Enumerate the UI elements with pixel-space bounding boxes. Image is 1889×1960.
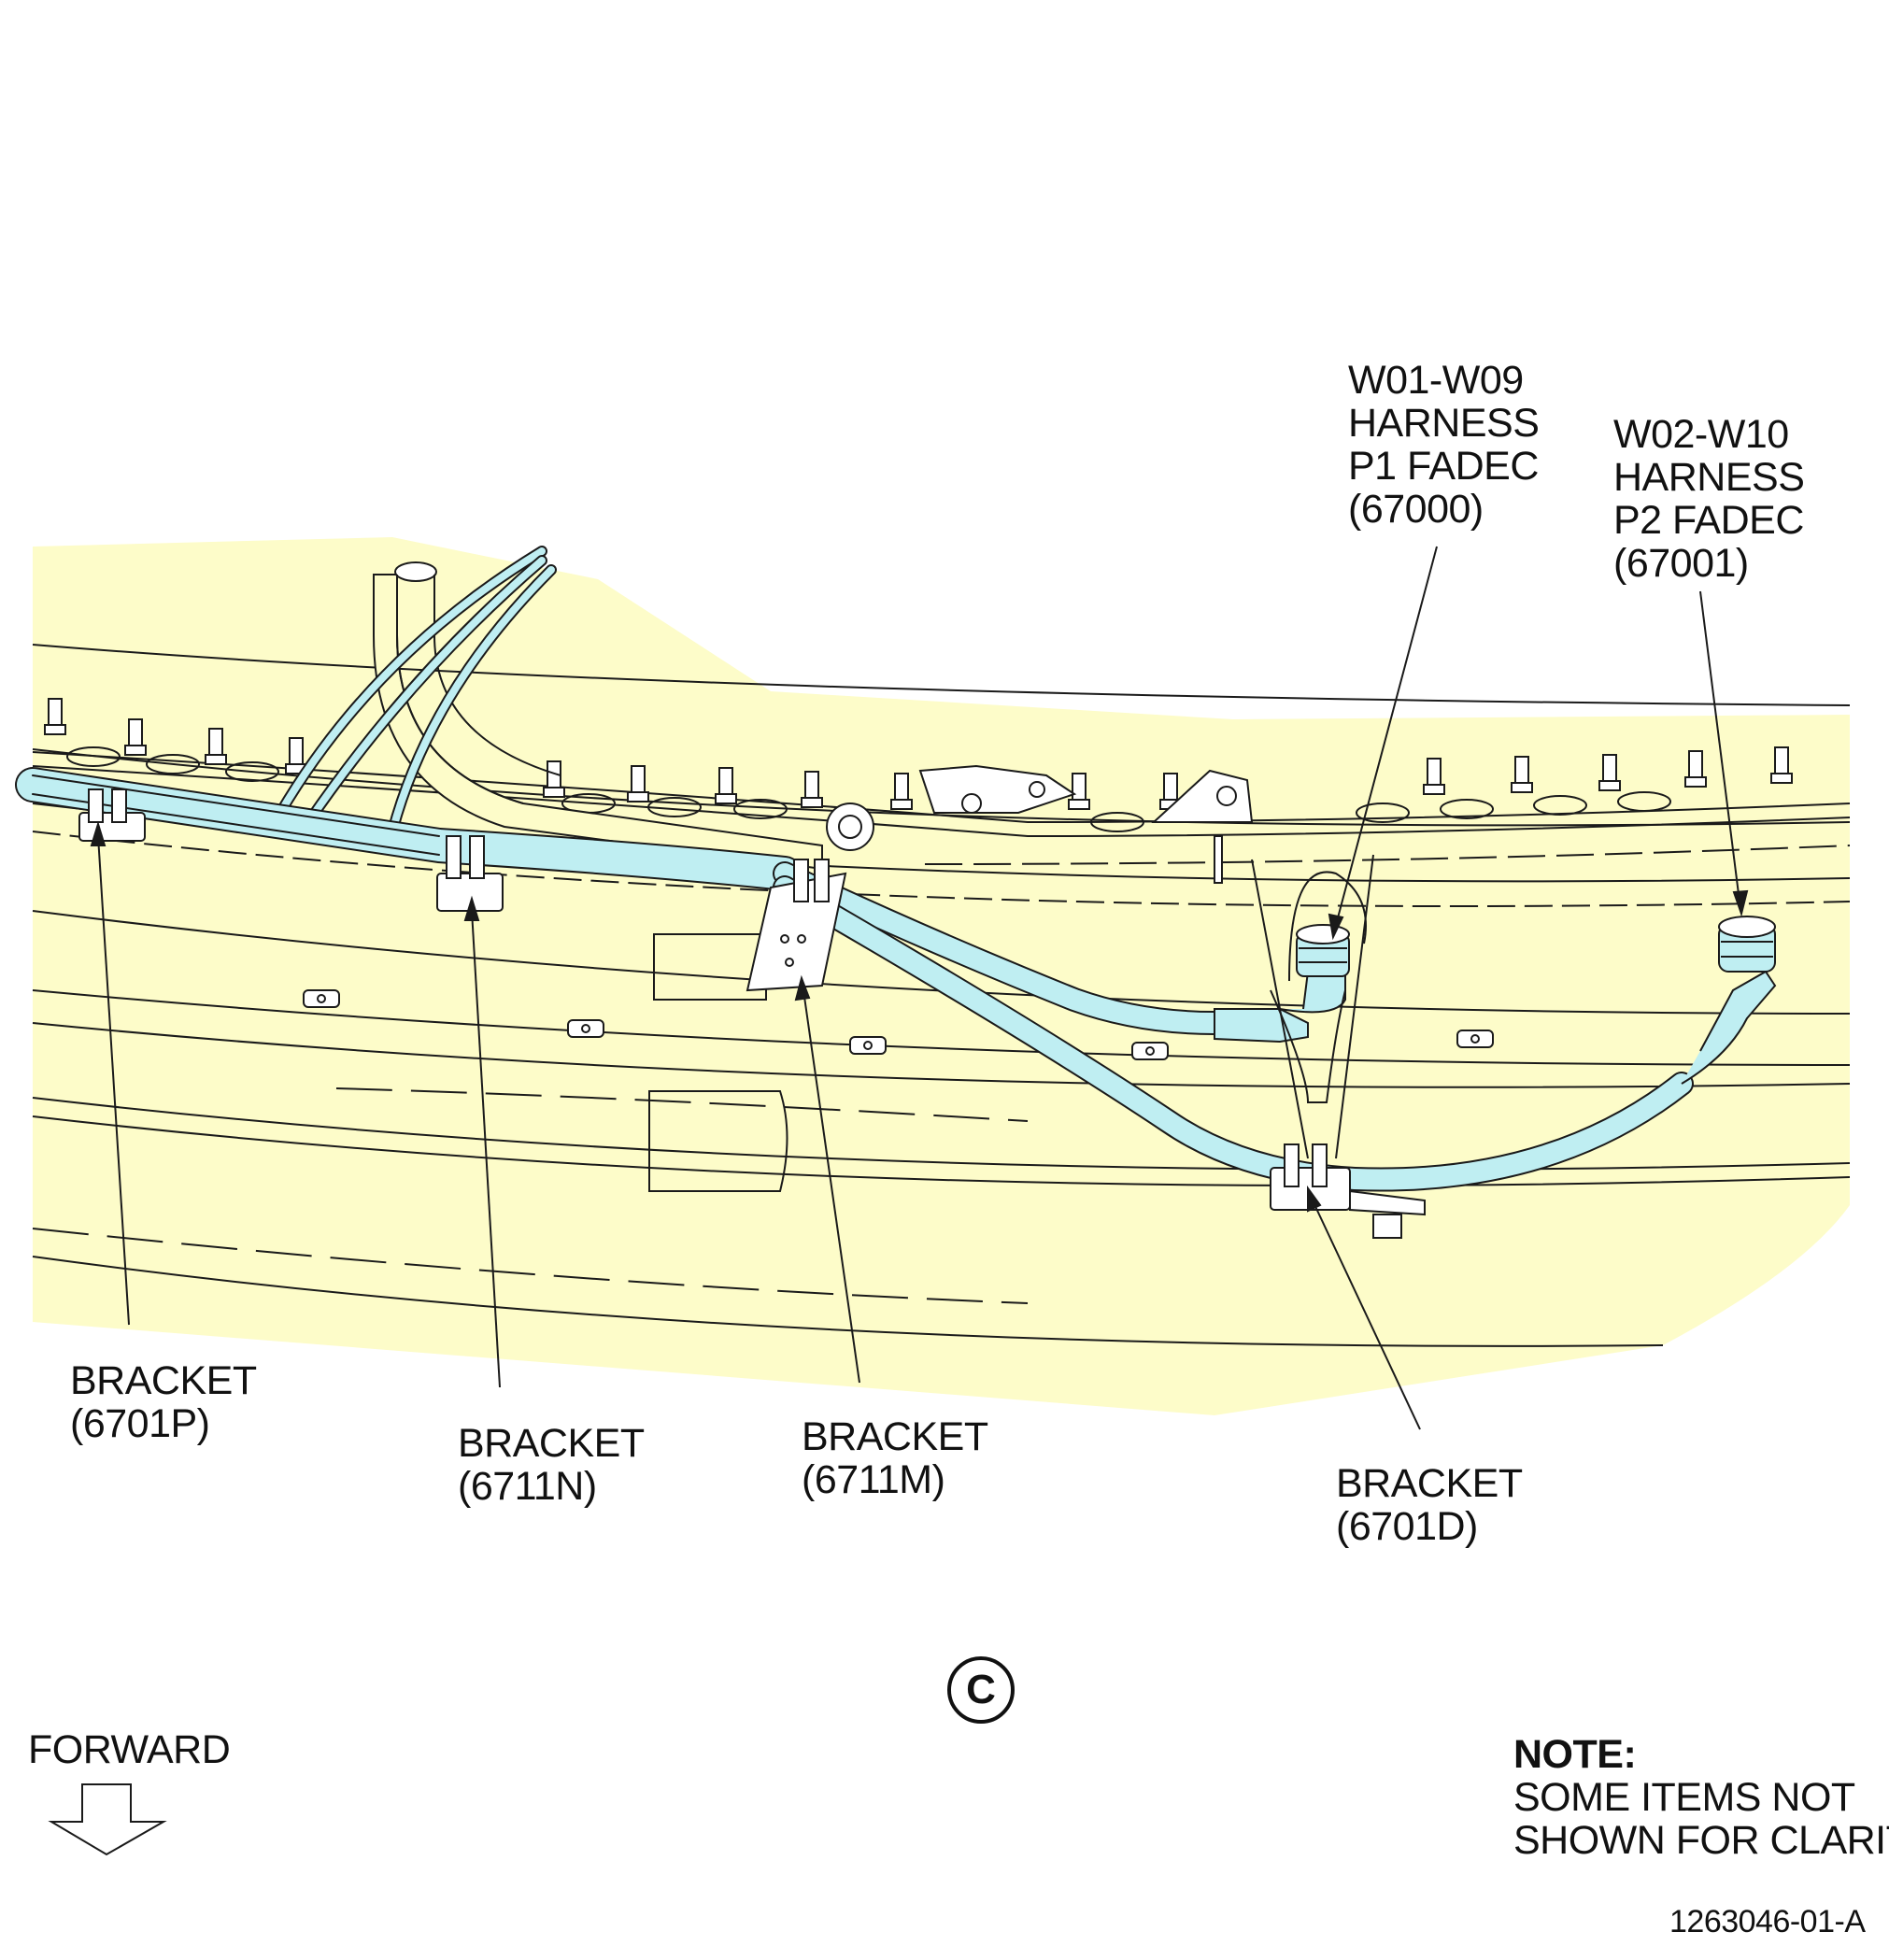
- fuel-tube-end: [394, 561, 437, 582]
- view-label-c: C: [947, 1656, 1015, 1724]
- harness-p1-line-3: P1 FADEC: [1348, 444, 1539, 489]
- flange-studs: [44, 698, 1793, 810]
- harness-bundles: [15, 546, 1694, 1192]
- structure-linework: [32, 644, 1851, 1347]
- bracket-6701d-line-1: BRACKET: [1336, 1461, 1523, 1506]
- bracket-6711n-line-1: BRACKET: [458, 1421, 645, 1466]
- bracket-6701p-callout: BRACKET (6701P): [70, 1359, 257, 1445]
- bracket-6711m-callout: BRACKET (6711M): [802, 1415, 988, 1501]
- bracket-6711m-line-2: (6711M): [802, 1457, 945, 1502]
- bracket-6701d-line-2: (6701D): [1336, 1504, 1478, 1549]
- harness-p1-line-1: W01-W09: [1348, 358, 1524, 403]
- harness-p2-line-2: HARNESS: [1613, 455, 1805, 500]
- p2-connector: [1681, 916, 1777, 1085]
- harness-p1-line-2: HARNESS: [1348, 401, 1540, 446]
- forward-label: FORWARD: [28, 1727, 231, 1772]
- bracket-clamps: [78, 788, 1426, 1239]
- mounting-bosses: [303, 989, 1494, 1060]
- flange-cups: [66, 746, 1671, 832]
- forward-arrow-icon: [48, 1783, 167, 1856]
- bracket-6701p-line-1: BRACKET: [70, 1358, 257, 1403]
- bracket-6711n-callout: BRACKET (6711N): [458, 1422, 645, 1508]
- bracket-6701d-callout: BRACKET (6701D): [1336, 1462, 1523, 1548]
- harness-p2-line-3: P2 FADEC: [1613, 498, 1804, 543]
- note-title: NOTE:: [1513, 1732, 1637, 1777]
- figure-id: 1263046-01-A: [1669, 1904, 1866, 1939]
- note-line-2: SHOWN FOR CLARITY.: [1513, 1818, 1889, 1863]
- note-block: NOTE: SOME ITEMS NOT SHOWN FOR CLARITY.: [1513, 1733, 1889, 1862]
- note-line-1: SOME ITEMS NOT: [1513, 1775, 1855, 1820]
- bracket-6711m-line-1: BRACKET: [802, 1414, 988, 1459]
- harness-p2-line-1: W02-W10: [1613, 412, 1789, 457]
- bracket-6701p-line-2: (6701P): [70, 1401, 210, 1446]
- harness-p2-line-4: (67001): [1613, 541, 1749, 586]
- harness-p2-callout: W02-W10 HARNESS P2 FADEC (67001): [1613, 412, 1805, 586]
- harness-p1-line-4: (67000): [1348, 487, 1484, 532]
- harness-p1-callout: W01-W09 HARNESS P1 FADEC (67000): [1348, 358, 1540, 532]
- bracket-6711n-line-2: (6711N): [458, 1464, 597, 1509]
- p1-connector: [1214, 854, 1374, 1159]
- linkage-hardware: [826, 764, 1254, 884]
- leader-lines: [90, 546, 1749, 1430]
